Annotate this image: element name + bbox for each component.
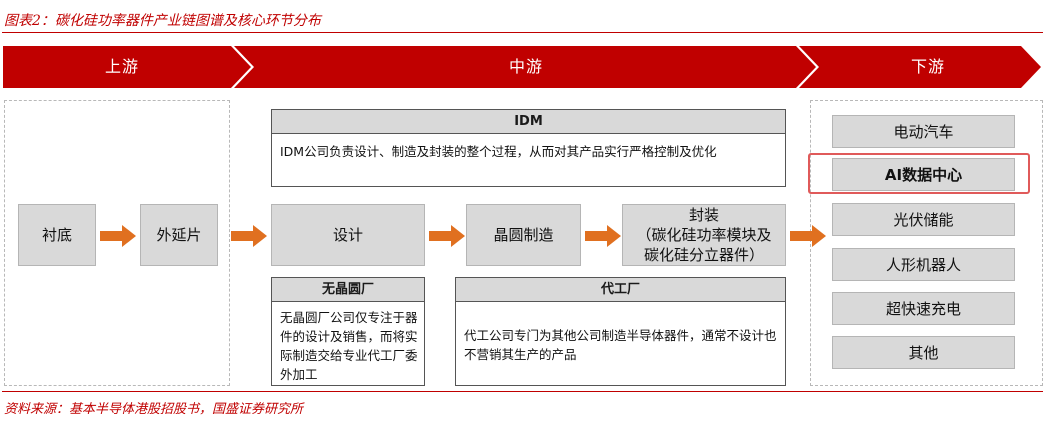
substrate-box: 衬底 [18,204,96,266]
bottom-divider [2,391,1043,392]
application-humanoid-robot: 人形机器人 [832,248,1015,281]
source-note: 资料来源：基本半导体港股招股书，国盛证券研究所 [4,402,304,417]
fabless-panel: 无晶圆厂 无晶圆厂公司仅专注于器件的设计及销售，而将实际制造交给专业代工厂委外加… [271,277,425,386]
packaging-title: 封装 [688,206,719,224]
upstream-section [4,100,230,386]
wafer-fab-box: 晶圆制造 [466,204,581,266]
packaging-box: 封装 （碳化硅功率模块及 碳化硅分立器件） [622,204,786,266]
packaging-subtitle-2: 碳化硅分立器件） [643,246,764,264]
banner-downstream-shape [799,46,1041,88]
packaging-subtitle-1: （碳化硅功率模块及 [636,226,772,244]
epitaxy-box: 外延片 [140,204,218,266]
top-divider [2,32,1043,33]
banner-downstream: 下游 [799,46,1043,88]
application-pv-storage: 光伏储能 [832,203,1015,236]
banner-upstream: 上游 [3,46,253,88]
arrow-substrate-to-epitaxy [100,225,136,247]
foundry-panel: 代工厂 代工公司专门为其他公司制造半导体器件，通常不设计也不营销其生产的产品 [455,277,786,386]
figure-caption: 图表2：碳化硅功率器件产业链图谱及核心环节分布 [4,13,321,29]
highlight-frame [808,153,1030,194]
banner-downstream-label: 下游 [910,57,945,76]
banner-upstream-label: 上游 [104,57,139,76]
application-ai-datacenter: AI数据中心 [832,158,1015,191]
foundry-description: 代工公司专门为其他公司制造半导体器件，通常不设计也不营销其生产的产品 [464,328,777,362]
arrow-upstream-to-midstream [231,225,267,247]
idm-description: IDM公司负责设计、制造及封装的整个过程，从而对其产品实行严格控制及优化 [280,144,717,159]
banner-upstream-shape [3,46,251,88]
banner-midstream-shape [234,46,816,88]
banner-midstream: 中游 [234,46,818,88]
application-ultra-fast-charging: 超快速充电 [832,292,1015,325]
application-ev: 电动汽车 [832,115,1015,148]
application-other: 其他 [832,336,1015,369]
arrow-midstream-to-downstream [790,225,826,247]
banner-midstream-label: 中游 [508,57,543,76]
downstream-section [810,100,1043,386]
fabless-description: 无晶圆厂公司仅专注于器件的设计及销售，而将实际制造交给专业代工厂委外加工 [280,310,418,382]
idm-panel: IDM IDM公司负责设计、制造及封装的整个过程，从而对其产品实行严格控制及优化 [271,109,786,187]
arrow-design-to-fab [429,225,465,247]
design-box: 设计 [271,204,425,266]
fabless-title: 无晶圆厂 [272,278,424,302]
idm-title: IDM [272,110,785,134]
foundry-title: 代工厂 [456,278,785,302]
arrow-fab-to-packaging [585,225,621,247]
